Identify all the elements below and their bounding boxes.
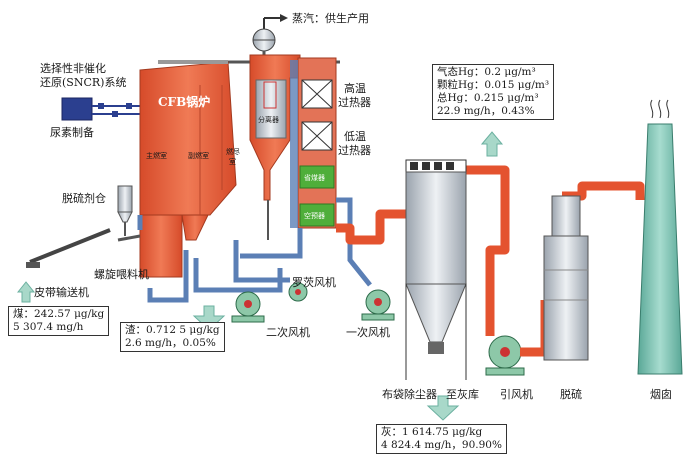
coal-line-1: 煤：242.57 μg/kg [13,308,105,320]
high-temp-superheater-label: 高温 [344,82,366,95]
burnout-label: 燃尽 [226,148,240,156]
flue-line-4: 22.9 mg/h，0.43% [437,105,535,117]
coal-mercury-box: 煤：242.57 μg/kg 5 307.4 mg/h [8,306,110,336]
flue-gas-mercury-box: 气态Hg：0.2 μg/m³ 颗粒Hg：0.015 μg/m³ 总Hg：0.21… [432,64,555,120]
flue-line-2: 颗粒Hg：0.015 μg/m³ [437,79,550,91]
flue-line-1: 气态Hg：0.2 μg/m³ [437,66,536,78]
secondary-fan-label: 二次风机 [266,326,310,339]
sub-chamber-label: 副燃室 [188,152,209,160]
slag-line-1: 渣：0.712 5 μg/kg [125,324,220,336]
low-temp-superheater-label: 低温 [344,130,366,143]
chimney-label: 烟囱 [650,388,672,401]
slag-mercury-box: 渣：0.712 5 μg/kg 2.6 mg/h，0.05% [120,322,225,352]
separator-label: 分离器 [258,116,279,124]
belt-conveyor-label: 皮带输送机 [34,286,89,299]
fans [231,282,525,376]
coal-line-2: 5 307.4 mg/h [13,321,84,333]
urea-label: 尿素制备 [50,126,94,139]
cfb-boiler-label: CFB锅炉 [158,95,211,109]
screw-feeder-label: 螺旋喂料机 [94,268,149,281]
flue-pipes [336,165,645,357]
desulfurizer-feed [26,185,141,268]
desulfurizer-bin-label: 脱硫剂仓 [62,192,106,205]
bag-filter-label: 布袋除尘器 [382,388,437,401]
ash-line-2: 4 824.4 mg/h，90.90% [381,439,502,451]
high-temp-superheater-label-2: 过热器 [338,96,371,109]
to-ash-storage-label: 至灰库 [446,388,479,401]
ash-mercury-box: 灰：1 614.75 μg/kg 4 824.4 mg/h，90.90% [376,424,507,454]
ash-line-1: 灰：1 614.75 μg/kg [381,426,483,438]
burnout-label-2: 室 [229,158,236,166]
superheater-column [290,57,337,229]
desulfurization-tower [543,195,589,361]
air-ducts [137,197,372,303]
primary-fan-label: 一次风机 [346,326,390,339]
low-temp-superheater-label-2: 过热器 [338,144,371,157]
sncr-label-2: 还原(SNCR)系统 [40,76,127,89]
desulfurization-label: 脱硫 [560,388,582,401]
steam-label: 蒸汽：供生产用 [292,12,369,25]
air-preheater-label: 空预器 [304,212,325,220]
cfb-boiler [139,54,301,278]
sncr-label: 选择性非催化 [40,62,106,75]
sncr-system [61,97,150,121]
slag-line-2: 2.6 mg/h，0.05% [125,337,216,349]
output-arrows [16,131,504,421]
main-chamber-label: 主燃室 [146,152,167,160]
roots-fan-label: 罗茨风机 [292,276,336,289]
economizer-label: 省煤器 [304,174,325,182]
flue-line-3: 总Hg：0.215 μg/m³ [437,92,539,104]
chimney-stack [637,99,683,375]
bag-filter [405,159,467,380]
induced-draft-fan-label: 引风机 [500,388,533,401]
